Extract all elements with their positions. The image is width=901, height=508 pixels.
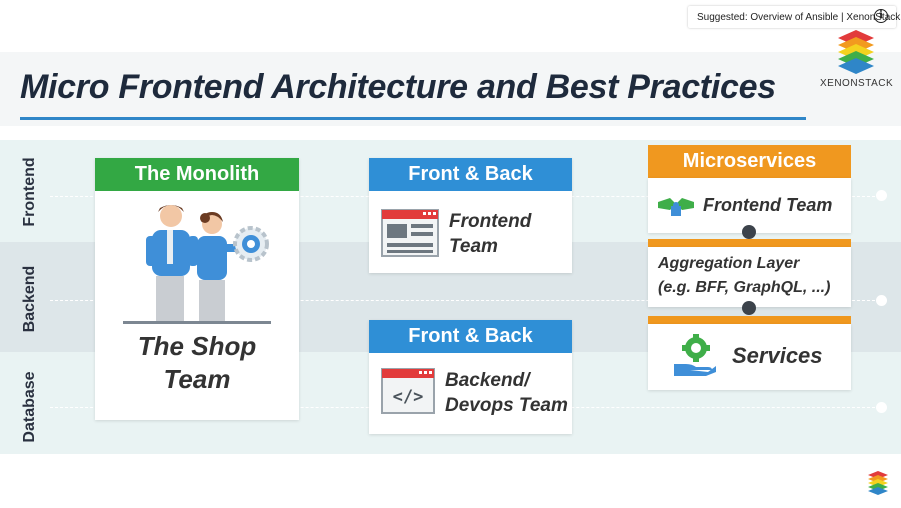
- backend-dot: [876, 295, 887, 306]
- aggregation-line2: (e.g. BFF, GraphQL, ...): [658, 279, 831, 296]
- microservices-frontend-team: Frontend Team: [703, 195, 833, 215]
- gear-hand-icon: [674, 334, 716, 376]
- backend-divider: [50, 300, 880, 301]
- aggregation-layer-card: Aggregation Layer (e.g. BFF, GraphQL, ..…: [648, 247, 851, 307]
- front-back-backend-card: Front & Back </> Backend/ Devops Team: [369, 320, 572, 434]
- services-label: Services: [732, 343, 823, 368]
- code-window-icon: </>: [381, 368, 435, 414]
- brand-name: XENONSTACK: [820, 78, 894, 89]
- title-underline: [20, 117, 806, 120]
- monolith-header: The Monolith: [95, 158, 299, 191]
- monolith-team-line1: The Shop: [137, 331, 257, 361]
- frontend-dot: [876, 190, 887, 201]
- xenonstack-logo: XENONSTACK: [812, 28, 900, 100]
- slide-title: Micro Frontend Architecture and Best Pra…: [20, 68, 776, 106]
- front-back-header-bottom: Front & Back: [369, 320, 572, 353]
- title-band: [0, 52, 901, 126]
- two-people-gear-icon: [146, 205, 269, 322]
- layered-stack-icon: [838, 30, 874, 74]
- backend-team-line1: Backend/: [445, 370, 530, 391]
- connector-dot-top: [742, 225, 756, 239]
- suggestion-text[interactable]: Suggested: Overview of Ansible | XenonSt…: [697, 11, 901, 23]
- xenonstack-watermark-icon: [868, 471, 888, 495]
- svg-text:</>: </>: [393, 387, 424, 407]
- info-icon[interactable]: i: [874, 9, 888, 23]
- services-card: Services: [648, 324, 851, 390]
- frontend-layer-label: Frontend: [21, 157, 38, 227]
- monolith-card: The Monolith The Shop Team: [95, 158, 299, 420]
- suggestion-card[interactable]: Suggested: Overview of Ansible | XenonSt…: [688, 6, 900, 28]
- browser-window-icon: [381, 209, 439, 257]
- services-top-bar: [648, 316, 851, 324]
- frontend-team-line1: Frontend: [449, 211, 532, 232]
- front-back-header-top: Front & Back: [369, 158, 572, 191]
- backend-team-line2: Devops Team: [445, 395, 568, 416]
- front-back-frontend-card: Front & Back Frontend Team: [369, 158, 572, 273]
- aggregation-top-bar: [648, 239, 851, 247]
- monolith-ground-line: [123, 321, 271, 324]
- microservices-frontend-card: Frontend Team: [648, 178, 851, 233]
- database-dot: [876, 402, 887, 413]
- connector-dot-bottom: [742, 301, 756, 315]
- puzzle-hands-icon: [658, 198, 694, 216]
- frontend-team-line2: Team: [449, 236, 498, 257]
- database-layer-label: Database: [21, 371, 38, 443]
- aggregation-line1: Aggregation Layer: [658, 255, 800, 272]
- monolith-team-line2: Team: [163, 364, 231, 394]
- backend-layer-label: Backend: [21, 265, 38, 333]
- microservices-header: Microservices: [648, 145, 851, 178]
